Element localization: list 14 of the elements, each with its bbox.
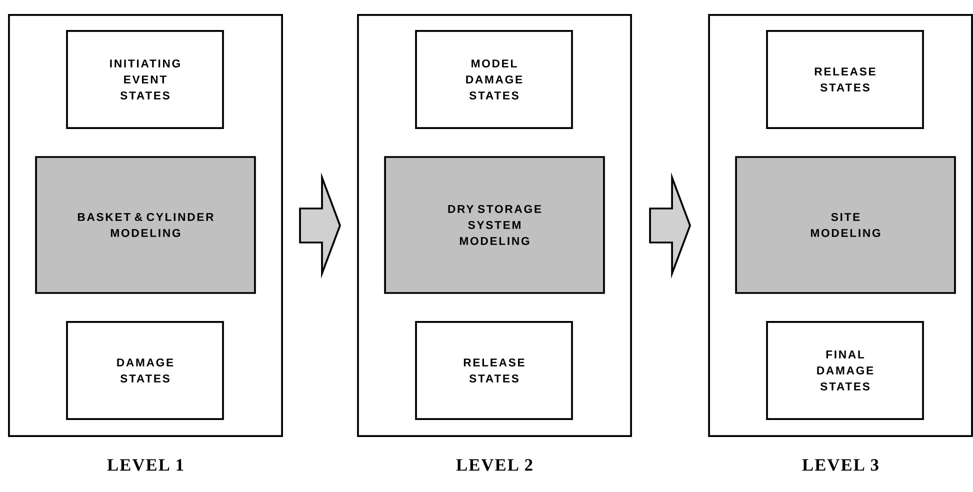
block-arrow xyxy=(299,172,341,279)
state-box: DAMAGE STATES xyxy=(66,321,224,420)
state-box: RELEASE STATES xyxy=(415,321,573,420)
state-box: FINAL DAMAGE STATES xyxy=(766,321,924,420)
modeling-box: SITE MODELING xyxy=(735,156,956,294)
state-box: INITIATING EVENT STATES xyxy=(66,30,224,129)
node-label: LEVEL 1 xyxy=(107,459,184,471)
modeling-box: BASKET & CYLINDER MODELING xyxy=(35,156,256,294)
modeling-box: DRY STORAGE SYSTEM MODELING xyxy=(384,156,605,294)
node-label: LEVEL 3 xyxy=(802,459,878,471)
node-label: LEVEL 2 xyxy=(456,459,532,471)
state-box: MODEL DAMAGE STATES xyxy=(415,30,573,129)
state-box: RELEASE STATES xyxy=(766,30,924,129)
block-arrow xyxy=(649,172,692,279)
